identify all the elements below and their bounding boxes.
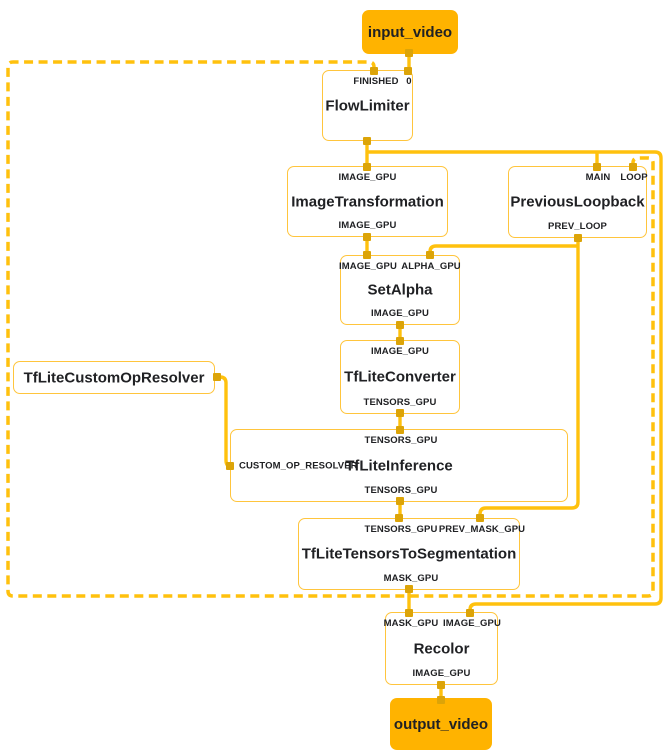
port-label-prev-mask-gpu-in: PREV_MASK_GPU <box>438 524 526 535</box>
port-label-tensors-gpu-in: TENSORS_GPU <box>364 435 438 446</box>
node-image-transformation[interactable]: IMAGE_GPU ImageTransformation IMAGE_GPU <box>287 166 448 237</box>
node-previous-loopback[interactable]: MAIN LOOP PreviousLoopback PREV_LOOP <box>508 166 648 238</box>
port-label-image-gpu-in: IMAGE_GPU <box>443 618 501 629</box>
node-title: SetAlpha <box>367 281 433 299</box>
node-tflite-custom-op-resolver[interactable]: TfLiteCustomOpResolver <box>13 361 215 394</box>
port-label-mask-gpu-in: MASK_GPU <box>383 618 439 629</box>
port-label-finished: FINISHED <box>353 76 399 87</box>
node-title: PreviousLoopback <box>510 193 645 211</box>
node-title: FlowLimiter <box>325 97 410 114</box>
node-tflite-inference[interactable]: TENSORS_GPU CUSTOM_OP_RESOLVER TfLiteInf… <box>230 429 568 502</box>
stream-node-output-video[interactable]: output_video <box>390 698 492 750</box>
port-label-image-gpu-in: IMAGE_GPU <box>339 261 397 272</box>
node-tflite-converter[interactable]: IMAGE_GPU TfLiteConverter TENSORS_GPU <box>340 340 460 414</box>
port-label-custom-op-resolver: CUSTOM_OP_RESOLVER <box>239 460 358 471</box>
port-label-0: 0 <box>406 76 412 87</box>
port-label-tensors-gpu-in: TENSORS_GPU <box>364 524 438 535</box>
port-label-image-gpu-out: IMAGE_GPU <box>338 220 397 231</box>
port-label-image-gpu-out: IMAGE_GPU <box>412 668 471 679</box>
port-label-image-gpu-in: IMAGE_GPU <box>338 172 397 183</box>
port-label-tensors-gpu-out: TENSORS_GPU <box>363 397 437 408</box>
node-recolor[interactable]: MASK_GPU IMAGE_GPU Recolor IMAGE_GPU <box>383 612 501 685</box>
node-title: TfLiteInference <box>345 457 453 474</box>
edge-prevloop-to-setalpha-alpha <box>428 244 578 255</box>
node-title: Recolor <box>413 640 470 657</box>
edge-resolver-to-inference <box>217 375 231 468</box>
node-title: ImageTransformation <box>291 193 444 210</box>
stream-node-input-video[interactable]: input_video <box>362 10 458 54</box>
port-label-image-gpu-out: IMAGE_GPU <box>371 308 429 319</box>
port-label-alpha-gpu-in: ALPHA_GPU <box>401 261 461 272</box>
port-label-main: MAIN <box>585 172 611 183</box>
node-tflite-tensors-to-segmentation[interactable]: TENSORS_GPU PREV_MASK_GPU TfLiteTensorsT… <box>298 518 525 590</box>
node-title: TfLiteConverter <box>344 368 456 386</box>
node-title: TfLiteCustomOpResolver <box>23 369 205 386</box>
stream-label: output_video <box>393 715 489 733</box>
node-set-alpha[interactable]: IMAGE_GPU ALPHA_GPU SetAlpha IMAGE_GPU <box>339 255 461 325</box>
edge-backedge-loop <box>6 60 655 598</box>
node-title: TfLiteTensorsToSegmentation <box>301 545 517 563</box>
port-label-loop: LOOP <box>620 172 648 183</box>
port-label-image-gpu-in: IMAGE_GPU <box>371 346 429 357</box>
port-label-prev-loop: PREV_LOOP <box>548 221 607 232</box>
port-label-mask-gpu-out: MASK_GPU <box>383 573 439 584</box>
node-flow-limiter[interactable]: FINISHED 0 FlowLimiter <box>322 70 413 141</box>
stream-label: input_video <box>367 23 453 41</box>
port-label-tensors-gpu-out: TENSORS_GPU <box>364 485 438 496</box>
